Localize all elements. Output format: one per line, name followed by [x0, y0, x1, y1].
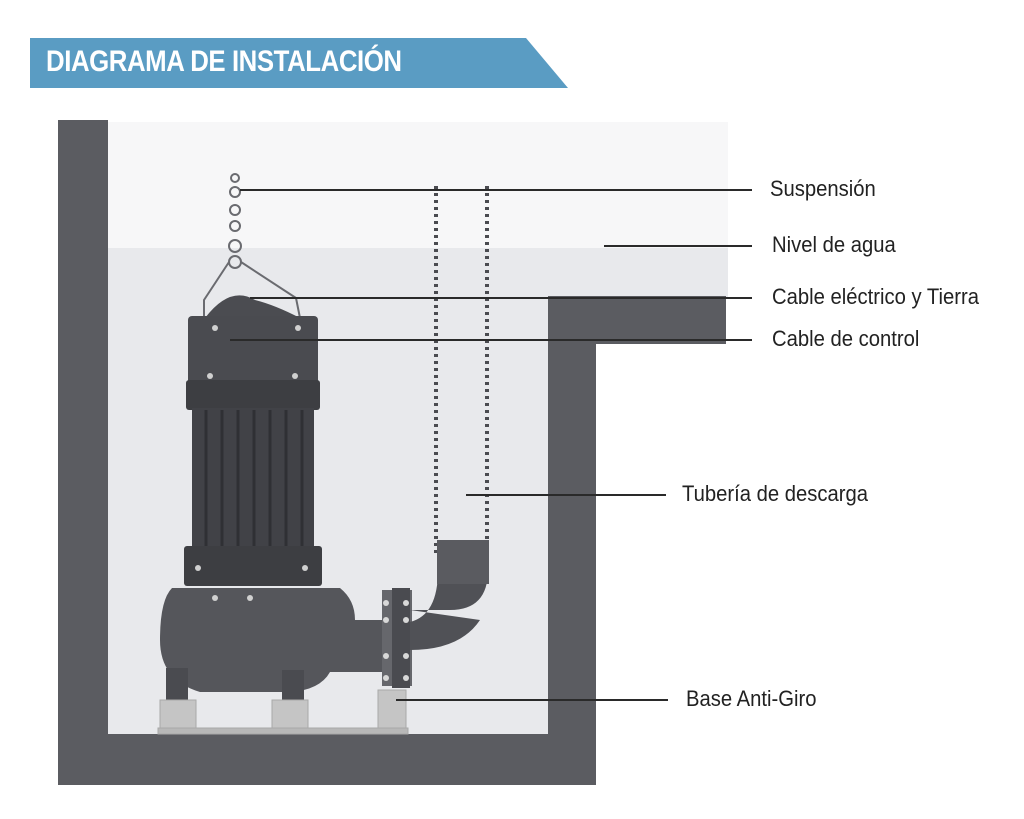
- label-power-cable: Cable eléctrico y Tierra: [772, 284, 979, 309]
- left-wall: [58, 120, 108, 785]
- pit-walls: [58, 120, 726, 785]
- label-anti-twist-base: Base Anti-Giro: [686, 686, 817, 711]
- motor-collar: [186, 380, 320, 410]
- label-suspension: Suspensión: [770, 176, 876, 201]
- page-title: DIAGRAMA DE INSTALACIÓN: [46, 45, 402, 78]
- label-discharge-pipe: Tubería de descarga: [682, 481, 869, 506]
- motor-flange: [184, 546, 322, 586]
- pit-floor: [58, 734, 596, 785]
- volute-casing: [160, 588, 390, 692]
- discharge-elbow: [382, 540, 489, 688]
- discharge-pipe-guides: [434, 186, 489, 555]
- right-wall: [548, 296, 596, 785]
- title-banner: DIAGRAMA DE INSTALACIÓN: [30, 38, 570, 88]
- label-water-level: Nivel de agua: [772, 232, 896, 257]
- motor-cap: [188, 316, 318, 386]
- water-surface-strip: [548, 248, 728, 298]
- anti-twist-base: [157, 689, 409, 735]
- air-space: [108, 122, 728, 250]
- leader-lines: [230, 189, 752, 701]
- top-slab: [548, 296, 726, 344]
- submersible-pump: [160, 295, 390, 702]
- banner-shape: [30, 38, 568, 88]
- label-control-cable: Cable de control: [772, 326, 920, 351]
